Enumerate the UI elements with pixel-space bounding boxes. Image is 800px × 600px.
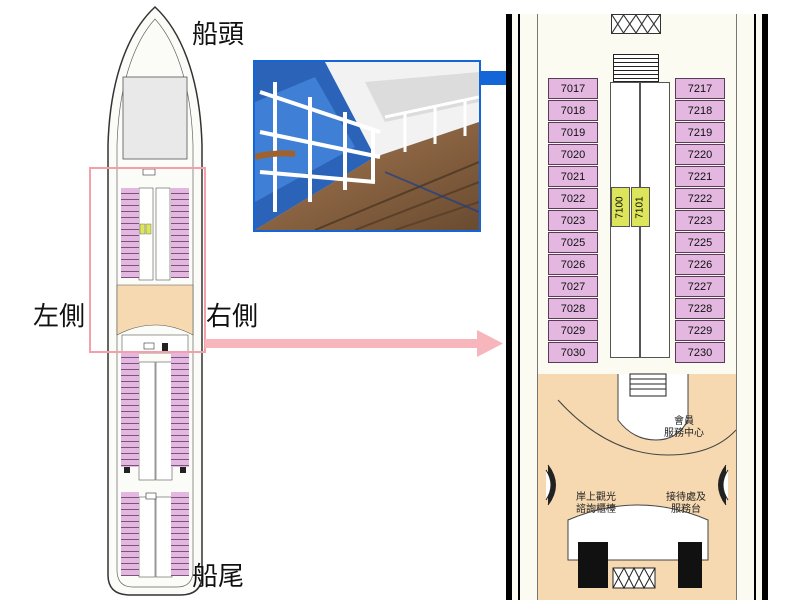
deck-photo bbox=[253, 60, 481, 232]
cabin-7100-label: 7100 bbox=[615, 195, 626, 219]
overview-cabin-rows bbox=[121, 188, 191, 578]
member-service-label: 會員 服務中心 bbox=[652, 416, 716, 440]
shore-excursion-label: 岸上觀光 諮詢櫃檯 bbox=[566, 492, 626, 516]
cabin-7026[interactable]: 7026 bbox=[548, 254, 598, 275]
cabin-7219[interactable]: 7219 bbox=[675, 122, 725, 143]
reception-label: 接待處及 服務台 bbox=[656, 492, 716, 516]
stern-label: 船尾 bbox=[192, 562, 245, 592]
cabin-7220[interactable]: 7220 bbox=[675, 144, 725, 165]
cabin-7229[interactable]: 7229 bbox=[675, 320, 725, 341]
shore-excursion-line2: 諮詢櫃檯 bbox=[576, 504, 616, 515]
member-service-line2: 服務中心 bbox=[664, 428, 704, 439]
cabin-7221[interactable]: 7221 bbox=[675, 166, 725, 187]
deck-detail: 7100 7101 7017 7018 7019 7020 7021 7022 … bbox=[506, 14, 768, 600]
cabin-7225[interactable]: 7225 bbox=[675, 232, 725, 253]
cabin-7218[interactable]: 7218 bbox=[675, 100, 725, 121]
overview-left-cabins-low bbox=[121, 492, 139, 576]
cabin-7019[interactable]: 7019 bbox=[548, 122, 598, 143]
cabin-7020[interactable]: 7020 bbox=[548, 144, 598, 165]
cabin-7027[interactable]: 7027 bbox=[548, 276, 598, 297]
deck-railing-image bbox=[255, 62, 479, 230]
public-area bbox=[538, 373, 736, 600]
pink-arrow bbox=[205, 330, 503, 357]
cabin-7222[interactable]: 7222 bbox=[675, 188, 725, 209]
cabin-7030[interactable]: 7030 bbox=[548, 342, 598, 363]
overview-right-cabins-top bbox=[171, 188, 189, 278]
hull-right-inner bbox=[754, 14, 756, 600]
right-side-label: 右側 bbox=[206, 302, 259, 332]
cabin-7023[interactable]: 7023 bbox=[548, 210, 598, 231]
hull-right-outer bbox=[762, 14, 768, 600]
member-service-line1: 會員 bbox=[674, 416, 694, 427]
cabin-7226[interactable]: 7226 bbox=[675, 254, 725, 275]
bow-label: 船頭 bbox=[192, 20, 245, 50]
cabin-7223[interactable]: 7223 bbox=[675, 210, 725, 231]
cabin-7100[interactable]: 7100 bbox=[611, 187, 630, 227]
overview-right-cabins-low bbox=[171, 492, 189, 576]
reception-line1: 接待處及 bbox=[666, 492, 706, 503]
overview-left-cabins-mid bbox=[121, 352, 139, 467]
cabin-7230[interactable]: 7230 bbox=[675, 342, 725, 363]
left-side-label: 左側 bbox=[33, 302, 86, 332]
top-hatch bbox=[611, 14, 661, 34]
cabin-7029[interactable]: 7029 bbox=[548, 320, 598, 341]
overview-right-cabins-mid bbox=[171, 352, 189, 467]
highlight-box bbox=[89, 167, 206, 353]
cabin-7228[interactable]: 7228 bbox=[675, 298, 725, 319]
cabin-7028[interactable]: 7028 bbox=[548, 298, 598, 319]
reception-line2: 服務台 bbox=[671, 504, 701, 515]
hull-left-outer bbox=[506, 14, 512, 600]
cabin-7022[interactable]: 7022 bbox=[548, 188, 598, 209]
cabin-7101[interactable]: 7101 bbox=[631, 187, 650, 227]
cabin-7101-label: 7101 bbox=[635, 195, 646, 219]
cabin-7217[interactable]: 7217 bbox=[675, 78, 725, 99]
hull-left-inner bbox=[518, 14, 520, 600]
cabin-7021[interactable]: 7021 bbox=[548, 166, 598, 187]
cabin-7025[interactable]: 7025 bbox=[548, 232, 598, 253]
stairs-top bbox=[613, 54, 659, 82]
cabin-7017[interactable]: 7017 bbox=[548, 78, 598, 99]
cabin-7227[interactable]: 7227 bbox=[675, 276, 725, 297]
cabin-7018[interactable]: 7018 bbox=[548, 100, 598, 121]
overview-left-cabins-top bbox=[121, 188, 139, 278]
shore-excursion-line1: 岸上觀光 bbox=[576, 492, 616, 503]
